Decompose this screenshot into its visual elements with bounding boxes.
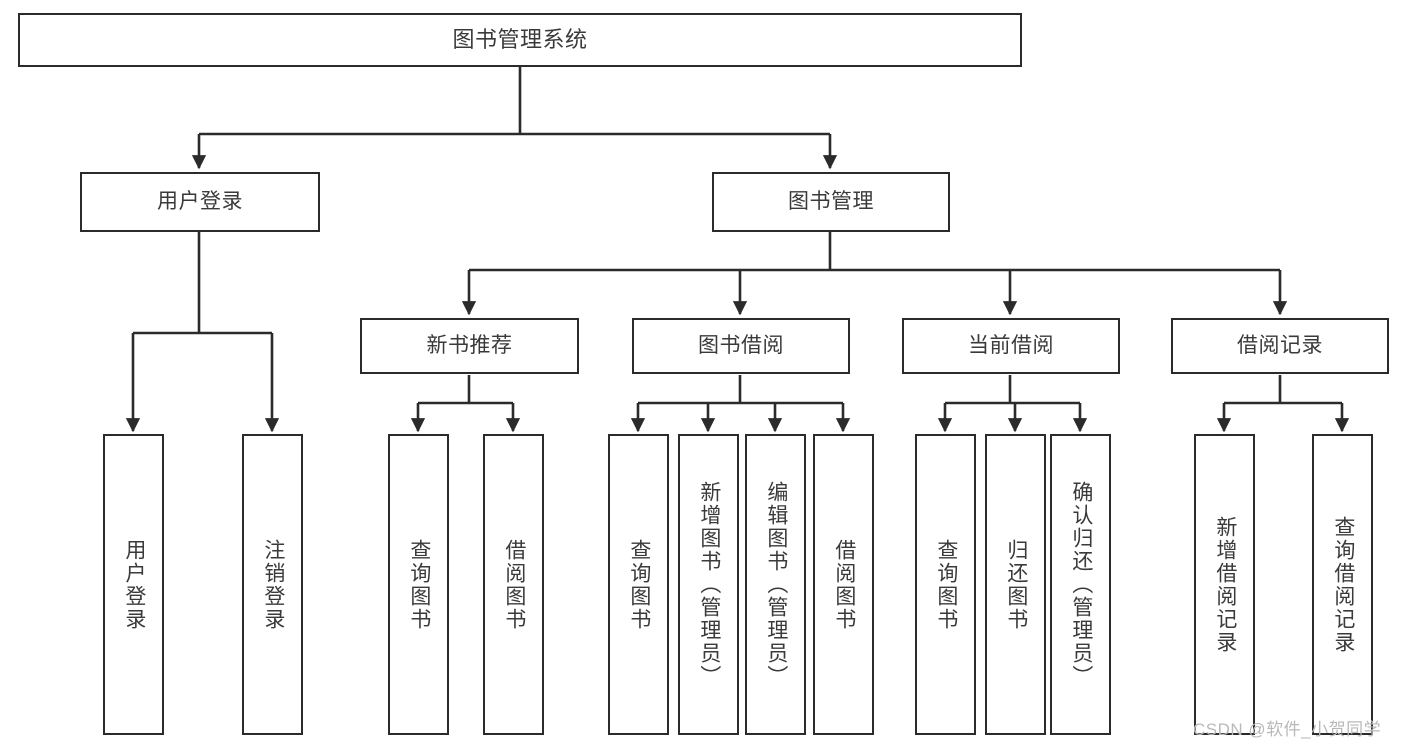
- node-book-management[interactable]: 图书管理: [712, 172, 950, 232]
- node-label: 注销登录: [261, 538, 285, 631]
- leaf-user-login-signout[interactable]: 注销登录: [242, 434, 303, 735]
- node-label: 确认归还（管理员）: [1069, 481, 1093, 688]
- leaf-borrow-edit-book-admin[interactable]: 编辑图书（管理员）: [745, 434, 806, 735]
- node-label: 图书管理系统: [452, 26, 588, 52]
- node-label: 查询图书: [407, 538, 431, 631]
- node-label: 新书推荐: [426, 334, 513, 358]
- node-label: 借阅图书: [502, 538, 526, 631]
- node-label: 新增图书（管理员）: [697, 481, 721, 688]
- node-label: 图书借阅: [698, 334, 784, 358]
- node-new-book-recommend[interactable]: 新书推荐: [360, 318, 579, 374]
- node-user-login[interactable]: 用户登录: [80, 172, 320, 232]
- node-label: 归还图书: [1004, 538, 1028, 631]
- leaf-recommend-query-book[interactable]: 查询图书: [388, 434, 449, 735]
- node-book-borrow[interactable]: 图书借阅: [632, 318, 850, 374]
- node-label: 借阅图书: [832, 538, 856, 631]
- leaf-current-return-book[interactable]: 归还图书: [985, 434, 1046, 735]
- leaf-record-add-record[interactable]: 新增借阅记录: [1194, 434, 1255, 735]
- leaf-borrow-add-book-admin[interactable]: 新增图书（管理员）: [678, 434, 739, 735]
- node-label: 新增借阅记录: [1213, 515, 1237, 654]
- leaf-recommend-borrow-book[interactable]: 借阅图书: [483, 434, 544, 735]
- leaf-user-login-signin[interactable]: 用户登录: [103, 434, 164, 735]
- node-label: 图书管理: [788, 190, 874, 214]
- node-label: 当前借阅: [968, 334, 1054, 358]
- node-label: 编辑图书（管理员）: [764, 481, 788, 688]
- node-label: 查询图书: [627, 538, 651, 631]
- node-label: 用户登录: [157, 190, 243, 214]
- leaf-current-query-book[interactable]: 查询图书: [915, 434, 976, 735]
- node-label: 借阅记录: [1237, 334, 1323, 358]
- leaf-borrow-borrow-book[interactable]: 借阅图书: [813, 434, 874, 735]
- leaf-record-query-record[interactable]: 查询借阅记录: [1312, 434, 1373, 735]
- node-borrow-record[interactable]: 借阅记录: [1171, 318, 1389, 374]
- csdn-watermark: CSDN @软件_小贺同学: [1193, 720, 1382, 739]
- node-label: 查询借阅记录: [1331, 515, 1355, 654]
- node-label: 用户登录: [122, 538, 146, 631]
- leaf-current-confirm-return-admin[interactable]: 确认归还（管理员）: [1050, 434, 1111, 735]
- leaf-borrow-query-book[interactable]: 查询图书: [608, 434, 669, 735]
- node-current-borrow[interactable]: 当前借阅: [902, 318, 1120, 374]
- node-label: 查询图书: [934, 538, 958, 631]
- node-root-system[interactable]: 图书管理系统: [18, 13, 1022, 67]
